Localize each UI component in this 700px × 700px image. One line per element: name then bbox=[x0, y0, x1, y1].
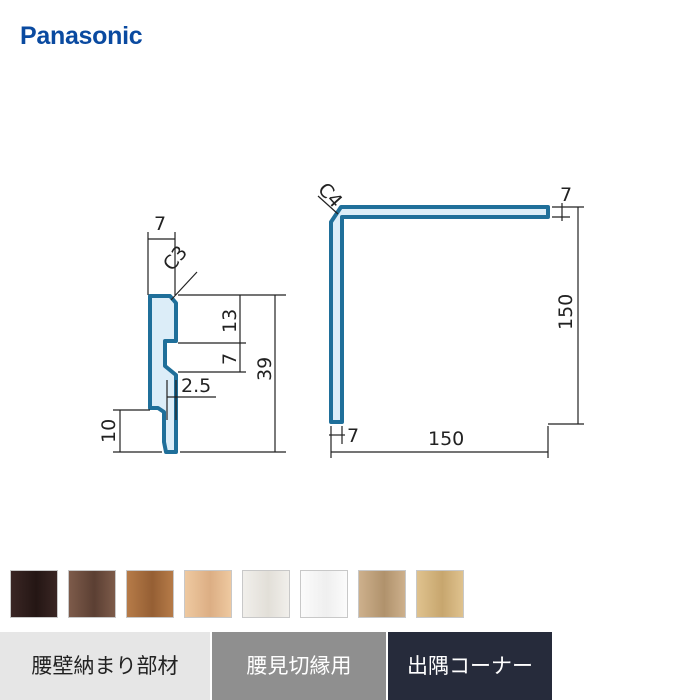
corner-profile: C4 7 150 7 150 bbox=[313, 179, 584, 458]
dim-offset: 2.5 bbox=[181, 375, 211, 397]
swatch-pure-white[interactable] bbox=[300, 570, 348, 618]
swatch-dark-walnut[interactable] bbox=[10, 570, 58, 618]
tab-wainscot-parts[interactable]: 腰壁納まり部材 bbox=[0, 632, 210, 700]
swatch-white-wood[interactable] bbox=[242, 570, 290, 618]
swatch-light-oak[interactable] bbox=[358, 570, 406, 618]
dim-groove: 7 bbox=[219, 353, 241, 365]
dim-upper: 13 bbox=[219, 309, 241, 333]
swatch-light-maple[interactable] bbox=[184, 570, 232, 618]
profile-diagram: 7 C3 13 7 2.5 39 10 C4 bbox=[98, 179, 584, 458]
panasonic-logo: Panasonic bbox=[20, 22, 143, 50]
swatch-medium-walnut[interactable] bbox=[68, 570, 116, 618]
dim-width: 150 bbox=[428, 428, 464, 450]
tab-wainscot-edge[interactable]: 腰見切縁用 bbox=[212, 632, 386, 700]
category-tabs: 腰壁納まり部材 腰見切縁用 出隅コーナー bbox=[0, 632, 700, 700]
swatch-cherry[interactable] bbox=[126, 570, 174, 618]
dim-chamfer-c3: C3 bbox=[159, 242, 192, 276]
color-swatches bbox=[10, 570, 470, 620]
corner-profile-shape bbox=[329, 205, 550, 424]
tab-outside-corner[interactable]: 出隅コーナー bbox=[388, 632, 552, 700]
left-profile: 7 C3 13 7 2.5 39 10 bbox=[98, 213, 286, 454]
dim-top-width: 7 bbox=[154, 213, 166, 235]
swatch-natural-oak[interactable] bbox=[416, 570, 464, 618]
dim-bottom-thickness: 7 bbox=[347, 425, 359, 447]
dim-top-thickness: 7 bbox=[560, 184, 572, 206]
dim-total: 39 bbox=[254, 357, 276, 381]
dim-bottom: 10 bbox=[98, 419, 120, 443]
left-profile-shape bbox=[148, 294, 178, 454]
dim-height: 150 bbox=[555, 294, 577, 330]
